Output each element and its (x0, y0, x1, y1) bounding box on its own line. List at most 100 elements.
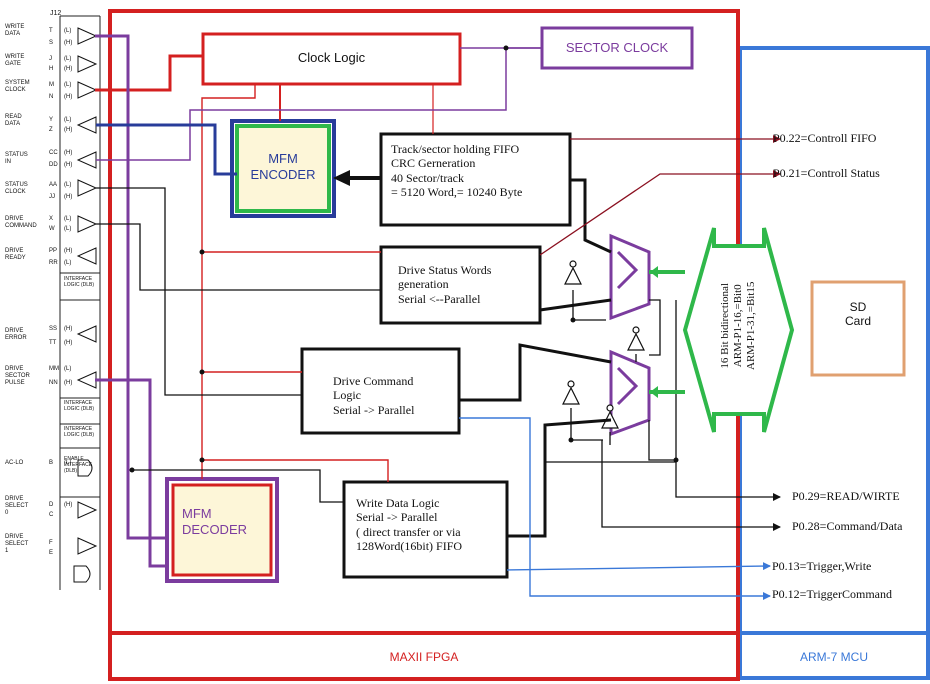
navy-wires (96, 123, 237, 176)
connector-signal-label: AC-LO (5, 460, 24, 466)
connector-pin: T (49, 28, 53, 34)
connector-pin: E (49, 550, 54, 556)
connector-level: (L) (64, 117, 72, 123)
drive-command-box (300, 347, 461, 435)
drive-status-label: Drive Status Words generation Serial <--… (398, 263, 492, 306)
connector-signal-label: DRIVE SECTOR PULSE (5, 366, 30, 386)
connector-level: (H) (64, 248, 73, 254)
bus-arrow (682, 227, 795, 433)
connector-signal-label: DRIVE SELECT 1 (5, 534, 29, 554)
connector-level: (L) (64, 56, 72, 62)
connector-pin: M (49, 82, 54, 88)
interface-logic-label: INTERFACE LOGIC (DLB) (64, 276, 95, 288)
connector-level: (H) (64, 380, 73, 386)
connector-signal-label: WRITE GATE (5, 54, 25, 67)
sd-card-box (810, 280, 906, 377)
sector-clock-label: SECTOR CLOCK (565, 40, 669, 55)
port-p021: P0.21=Controll Status (773, 166, 880, 180)
j12-label: J12 (50, 10, 62, 17)
connector-pin: S (49, 40, 54, 46)
port-p029: P0.29=READ/WIRTE (792, 489, 900, 503)
connector-pin: B (49, 460, 54, 466)
mfm-decoder-label: MFM DECODER (182, 506, 248, 537)
connector-level: (H) (64, 194, 73, 200)
port-p013: P0.13=Trigger,Write (772, 559, 872, 573)
connector-pin: X (49, 216, 54, 222)
connector-level: (H) (64, 150, 73, 156)
connector-pin: AA (49, 182, 58, 188)
red-wires (95, 54, 434, 482)
connector-level: (H) (64, 502, 73, 508)
connector-signal-label: READ DATA (5, 114, 22, 127)
connector-pin: J (49, 56, 52, 62)
connector-level: (L) (64, 366, 72, 372)
connector-pin: SS (49, 326, 58, 332)
fifo-label: Track/sector holding FIFO CRC Gerneratio… (391, 142, 523, 200)
connector-pin: W (49, 226, 55, 232)
connector-signal-label: DRIVE ERROR (5, 328, 27, 341)
connector-level: (L) (64, 216, 72, 222)
connector-pin: D (49, 502, 54, 508)
connector-pin: Z (49, 127, 53, 133)
connector-signal-label: DRIVE COMMAND (5, 216, 37, 229)
connector-level: (H) (64, 326, 73, 332)
connector-level: (H) (64, 40, 73, 46)
connector-buffers (73, 27, 98, 583)
connector-level: (L) (64, 82, 72, 88)
connector-signal-label: STATUS IN (5, 152, 28, 165)
connector-pin: TT (49, 340, 57, 346)
interface-logic-label: INTERFACE LOGIC (DLB) (64, 400, 95, 412)
black-wires (96, 178, 781, 538)
connector-level: (L) (64, 460, 72, 466)
dark-red-wires (539, 135, 781, 256)
clock-logic-box (201, 32, 462, 86)
write-data-box (342, 480, 509, 579)
connector-pin: NN (49, 380, 58, 386)
connector-level: (H) (64, 340, 73, 346)
sd-card-label: SD Card (844, 300, 871, 329)
connector-pin: PP (49, 248, 58, 254)
connector-level: (H) (64, 127, 73, 133)
drive-status-box (379, 245, 542, 325)
connector-signal-label: STATUS CLOCK (5, 182, 28, 195)
drive-command-label: Drive Command Logic Serial -> Parallel (333, 374, 415, 417)
mcu-label: ARM-7 MCU (800, 650, 868, 664)
connector-level: (L) (64, 182, 72, 188)
connector-signal-label: WRITE DATA (5, 24, 25, 37)
connector-level: (H) (64, 162, 73, 168)
connector-level: (L) (64, 260, 72, 266)
interface-logic-label: INTERFACE LOGIC (DLB) (64, 426, 95, 438)
connector-level: (L) (64, 28, 72, 34)
fifo-box (379, 132, 572, 227)
connector-pin: CC (49, 150, 58, 156)
connector-pin: DD (49, 162, 58, 168)
connector-pin: C (49, 512, 54, 518)
fpga-label: MAXII FPGA (389, 650, 459, 664)
bus-label: 16 Bit bidirectional ARM-P1-16,=Bit0 ARM… (719, 281, 758, 370)
connector-pin: RR (49, 260, 58, 266)
mfm-encoder-box (230, 119, 336, 218)
blue-wires (459, 417, 771, 600)
mfm-encoder-label: MFM ENCODER (250, 151, 316, 182)
connector-strip (59, 15, 101, 590)
connector-level: (H) (64, 66, 73, 72)
connector-signal-label: SYSTEM CLOCK (5, 80, 30, 93)
connector-pin: JJ (49, 194, 55, 200)
connector-pin: MM (49, 366, 59, 372)
green-wires (649, 270, 685, 394)
connector-level: (L) (64, 226, 72, 232)
port-p028: P0.28=Command/Data (792, 519, 903, 533)
mfm-decoder-box (165, 477, 279, 583)
connector-pin: N (49, 94, 54, 100)
purple-wires (95, 34, 167, 568)
port-p022: P0.22=Controll FIFO (773, 131, 877, 145)
connector-pin: Y (49, 117, 54, 123)
port-p012: P0.12=TriggerCommand (772, 587, 892, 601)
connector-signal-label: DRIVE READY (5, 248, 26, 261)
connector-level: (H) (64, 94, 73, 100)
connector-pin: H (49, 66, 54, 72)
clock-logic-label: Clock Logic (297, 50, 366, 65)
connector-pin: F (49, 540, 53, 546)
